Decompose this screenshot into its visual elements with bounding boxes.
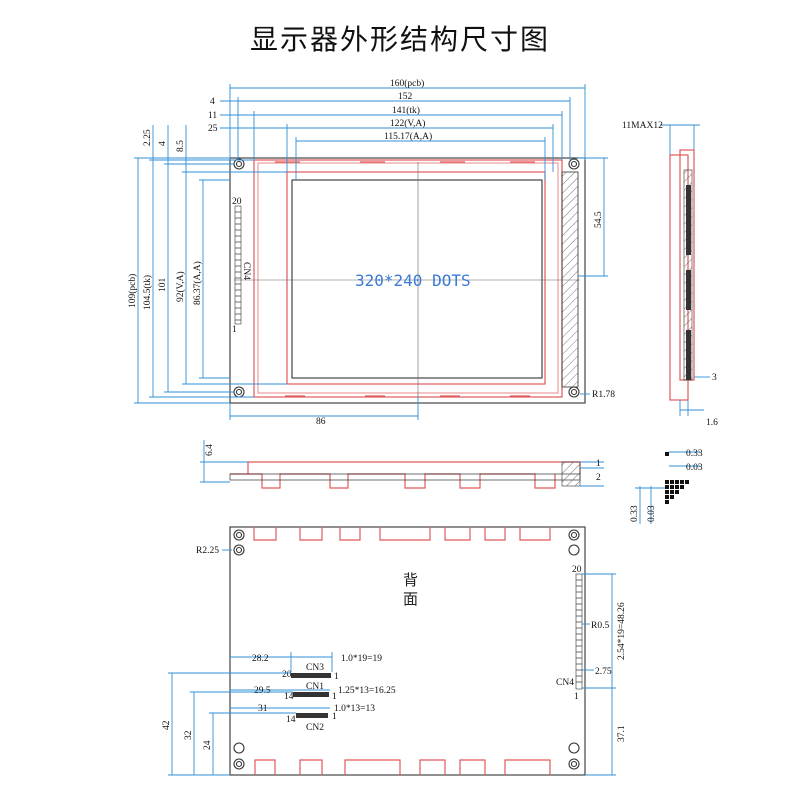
dim-label: 11 [208, 111, 217, 121]
svg-text:14: 14 [286, 715, 296, 725]
svg-text:CN4: CN4 [556, 678, 574, 688]
svg-text:28.2: 28.2 [252, 654, 269, 664]
dim-label: 0.33 [630, 505, 640, 522]
top-dimensions: 160(pcb) 152 141(tk) 122(V,A) 115.17(A,A… [208, 78, 586, 180]
svg-text:31: 31 [258, 704, 268, 714]
svg-text:1: 1 [332, 692, 337, 702]
dim-label: R1.78 [592, 390, 615, 400]
svg-text:1: 1 [332, 712, 337, 722]
dim-label: 86 [316, 417, 326, 427]
svg-text:1.25*13=16.25: 1.25*13=16.25 [338, 686, 396, 696]
svg-text:1: 1 [574, 692, 579, 702]
dim-label: 122(V,A) [390, 118, 425, 129]
fpc-hatched-area [561, 171, 579, 388]
svg-text:32: 32 [184, 730, 194, 740]
connector-label: CN4 [241, 262, 251, 280]
dim-label: 86.37(A,A) [192, 261, 203, 305]
dim-label: 92(V,A) [175, 271, 186, 302]
cn4-back-connector: 20 1 CN4 R0.5 2.54*19=48.26 2.75 37.1 [556, 565, 627, 776]
viewing-area [286, 171, 546, 385]
mount-hole-icon [568, 386, 580, 398]
svg-text:CN1: CN1 [306, 682, 324, 692]
mount-hole-icon [233, 158, 245, 170]
dim-label: 0.33 [686, 449, 703, 459]
side-view: 11MAX12 3 1.6 [622, 121, 718, 428]
svg-text:20: 20 [572, 565, 582, 575]
front-view: 20 1 CN4 320*240 DOTS 160(pcb) [127, 78, 615, 427]
dim-label: 11MAX12 [622, 121, 663, 131]
dim-label: 160(pcb) [390, 78, 424, 89]
back-label: 背 [403, 571, 418, 589]
svg-text:29.5: 29.5 [254, 686, 271, 696]
dim-label: 104.5(tk) [142, 275, 153, 310]
dim-label: 152 [398, 92, 413, 102]
dim-label: 109(pcb) [127, 274, 138, 308]
dim-label: R2.25 [196, 546, 219, 556]
dim-label: 25 [208, 124, 218, 134]
svg-text:CN2: CN2 [306, 723, 324, 733]
dim-label: 115.17(A,A) [384, 131, 432, 142]
dim-label: 1.6 [706, 418, 718, 428]
dim-label: 3 [712, 373, 717, 383]
svg-text:CN3: CN3 [306, 663, 324, 673]
dim-label: 4 [158, 141, 168, 146]
svg-text:2.75: 2.75 [595, 667, 612, 677]
cn1-connector: CN1 14 1 29.5 1.25*13=16.25 [230, 682, 396, 702]
svg-text:20: 20 [282, 670, 292, 680]
cn2-connector: CN2 14 1 31 1.0*13=13 [230, 704, 375, 733]
mount-hole-icon [568, 158, 580, 170]
dim-label: 101 [158, 278, 168, 293]
pin-detail: 0.33 0.03 0.33 0.03 [630, 449, 703, 524]
svg-text:42: 42 [162, 720, 172, 730]
resolution-label: 320*240 DOTS [355, 271, 471, 290]
pcb-outline [229, 157, 586, 404]
dim-label: 54.5 [594, 211, 604, 228]
svg-text:37.1: 37.1 [617, 725, 627, 742]
dim-label: 0.03 [686, 463, 703, 473]
svg-text:1.0*19=19: 1.0*19=19 [341, 654, 382, 664]
dim-label: 1 [596, 459, 601, 469]
edge-view: 6.4 1 2 [200, 440, 604, 489]
dim-label: 2 [596, 473, 601, 483]
dim-label: 6.4 [205, 444, 215, 456]
pin-label: 20 [232, 197, 242, 207]
svg-text:1.0*13=13: 1.0*13=13 [334, 704, 375, 714]
cn4-front-connector: 20 1 CN4 [232, 197, 251, 335]
mount-hole-icon [233, 386, 245, 398]
cn3-connector: CN3 20 1 28.2 1.0*19=19 [230, 652, 382, 682]
active-area [291, 179, 543, 379]
left-dimensions: 109(pcb) 104.5(tk) 101 92(V,A) 86.37(A,A… [127, 125, 287, 404]
dim-label: 2.25 [143, 129, 153, 146]
svg-text:R0.5: R0.5 [591, 621, 609, 631]
svg-text:24: 24 [203, 740, 213, 750]
svg-text:2.54*19=48.26: 2.54*19=48.26 [617, 602, 627, 660]
svg-text:14: 14 [284, 692, 294, 702]
back-view: 背 面 R2.25 CN3 20 1 28.2 1.0*19=19 CN1 14… [162, 526, 627, 776]
dim-label: 8.5 [176, 140, 186, 152]
dim-label: 141(tk) [392, 105, 420, 116]
back-label: 面 [403, 590, 418, 608]
dim-label: 4 [210, 97, 215, 107]
page-title: 显示器外形结构尺寸图 [249, 23, 550, 56]
dim-label: 0.03 [647, 505, 657, 522]
pin-label: 1 [232, 325, 237, 335]
svg-text:1: 1 [334, 672, 339, 682]
